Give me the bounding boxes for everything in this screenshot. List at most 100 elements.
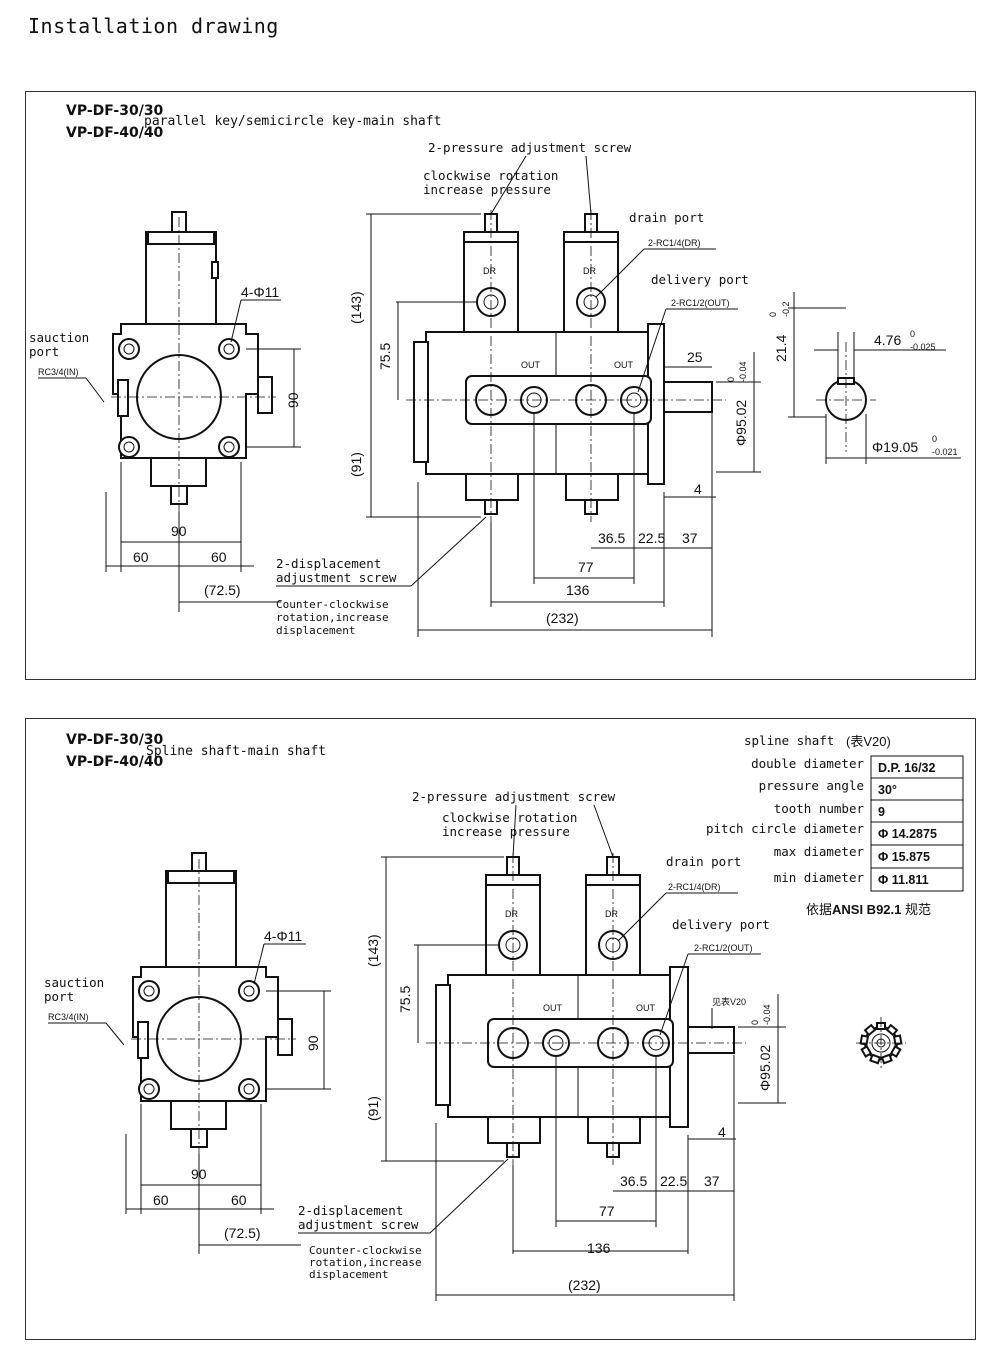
svg-text:sauction: sauction: [29, 330, 89, 345]
dim-37: 37: [682, 530, 698, 546]
svg-text:Counter-clockwise: Counter-clockwise: [276, 598, 389, 611]
model-names: VP-DF-30/30 VP-DF-40/40: [66, 100, 163, 144]
svg-text:DR: DR: [505, 909, 518, 919]
svg-text:37: 37: [704, 1173, 720, 1189]
svg-text:delivery port: delivery port: [672, 917, 770, 932]
svg-text:36.5: 36.5: [620, 1173, 647, 1189]
dim-phi-19-05: Φ19.05: [872, 439, 918, 455]
suction-port-label: sauction port RC3/4(IN): [44, 975, 125, 1046]
svg-text:90: 90: [191, 1166, 207, 1182]
svg-text:(232): (232): [568, 1277, 601, 1293]
svg-text:clockwise rotation: clockwise rotation: [442, 810, 577, 825]
svg-text:port: port: [29, 344, 59, 359]
spline-row-value: Φ 14.2875: [878, 827, 937, 841]
svg-text:0: 0: [910, 329, 915, 339]
svg-text:-0.025: -0.025: [910, 342, 936, 352]
svg-text:clockwise rotation: clockwise rotation: [423, 168, 558, 183]
spline-row-value: 30°: [878, 783, 897, 797]
dim-232: (232): [546, 610, 579, 626]
svg-text:77: 77: [599, 1203, 615, 1219]
svg-text:(143): (143): [365, 934, 381, 967]
svg-text:2-displacement: 2-displacement: [298, 1203, 403, 1218]
svg-text:OUT: OUT: [614, 360, 634, 370]
spline-tooth: [869, 1053, 882, 1065]
svg-text:(72.5): (72.5): [224, 1225, 261, 1241]
svg-text:rotation,increase: rotation,increase: [309, 1256, 422, 1269]
svg-text:sauction: sauction: [44, 975, 104, 990]
svg-text:2-RC1/2(OUT): 2-RC1/2(OUT): [694, 943, 753, 953]
side-shaft: [663, 381, 713, 413]
spline-tooth: [885, 1023, 899, 1037]
svg-text:(表V20): (表V20): [846, 734, 891, 749]
spline-row-label: max diameter: [774, 844, 865, 859]
side-dimensions: (143) 75.5 (91) 36.5 22.5 37 77 136 (232…: [365, 856, 786, 1301]
side-dimensions: (143) 75.5 (91) 36.5 22.5 37 77 136 (232…: [348, 213, 761, 637]
svg-text:(91): (91): [365, 1096, 381, 1121]
drain-port-label: drain port: [629, 210, 704, 225]
svg-text:drain port: drain port: [666, 854, 741, 869]
svg-text:0: 0: [768, 312, 778, 317]
dim-75-5: 75.5: [377, 343, 393, 370]
svg-text:displacement: displacement: [276, 624, 355, 637]
shaft-type-subtitle: Spline shaft-main shaft: [146, 744, 327, 759]
dim-90-side: 90: [285, 392, 301, 408]
dim-90-front: 90: [171, 523, 187, 539]
shaft-section-view: 21.4 0 -0.2 4.76 0 -0.025 Φ19.05 0 -0.02…: [768, 292, 961, 464]
svg-text:60: 60: [231, 1192, 247, 1208]
suction-port-label: sauction port RC3/4(IN): [29, 330, 105, 403]
svg-text:4: 4: [718, 1124, 726, 1140]
svg-text:-0.04: -0.04: [762, 1004, 772, 1025]
spline-tooth: [859, 1034, 870, 1046]
svg-text:136: 136: [587, 1240, 611, 1256]
svg-text:-0.04: -0.04: [738, 361, 748, 382]
holes-label: 4-Φ11: [241, 284, 279, 300]
spline-row-value: Φ 11.811: [878, 873, 929, 887]
dim-4-76: 4.76: [874, 332, 901, 348]
spline-row-label: tooth number: [774, 801, 865, 816]
svg-text:OUT: OUT: [543, 1003, 563, 1013]
spline-tooth: [880, 1053, 893, 1065]
svg-text:RC3/4(IN): RC3/4(IN): [48, 1012, 89, 1022]
svg-text:adjustment screw: adjustment screw: [276, 570, 397, 585]
dim-21-4: 21.4: [773, 335, 789, 362]
pressure-screw-label: 2-pressure adjustment screw: [428, 140, 632, 155]
svg-text:OUT: OUT: [521, 360, 541, 370]
svg-text:60: 60: [153, 1192, 169, 1208]
svg-text:90: 90: [305, 1035, 321, 1051]
spline-gear-icon: [856, 1017, 906, 1069]
drawing-panel-key-shaft: VP-DF-30/30 VP-DF-40/40 parallel key/sem…: [25, 91, 976, 680]
svg-text:22.5: 22.5: [660, 1173, 687, 1189]
model-name: VP-DF-30/30: [66, 103, 164, 119]
spline-table-title: spline shaft: [744, 733, 834, 748]
svg-text:2-RC1/2(OUT): 2-RC1/2(OUT): [671, 298, 730, 308]
svg-text:increase pressure: increase pressure: [442, 824, 570, 839]
model-names: VP-DF-30/30 VP-DF-40/40: [66, 729, 163, 773]
page-title: Installation drawing: [28, 14, 279, 38]
svg-text:DR: DR: [583, 266, 596, 276]
svg-text:DR: DR: [483, 266, 496, 276]
drawing-panel-spline-shaft: VP-DF-30/30 VP-DF-40/40 Spline shaft-mai…: [25, 718, 976, 1340]
model-name: VP-DF-40/40: [66, 754, 164, 770]
svg-text:0: 0: [932, 434, 937, 444]
delivery-port-label: delivery port: [651, 272, 749, 287]
spline-row-value: 9: [878, 805, 885, 819]
svg-text:displacement: displacement: [309, 1268, 388, 1281]
front-dimensions: 90 60 60 (72.5) 90 4-Φ11: [125, 928, 331, 1254]
front-top-block: [145, 231, 217, 333]
displacement-screw-label: 2-displacement: [276, 556, 381, 571]
svg-text:75.5: 75.5: [397, 986, 413, 1013]
spline-shaft-drawing: 90 60 60 (72.5) 90 4-Φ11 sauction port R…: [44, 733, 964, 1301]
dim-25: 25: [687, 349, 703, 365]
spline-row-value: D.P. 16/32: [878, 761, 936, 775]
svg-text:increase pressure: increase pressure: [423, 182, 551, 197]
dim-72-5: (72.5): [204, 582, 241, 598]
dim-60-left: 60: [133, 549, 149, 565]
svg-text:DR: DR: [605, 909, 618, 919]
callouts: 2-pressure adjustment screw clockwise ro…: [298, 789, 770, 1281]
model-name: VP-DF-30/30: [66, 732, 164, 748]
spline-row-label: double diameter: [751, 756, 864, 771]
dim-77: 77: [578, 559, 594, 575]
dim-136: 136: [566, 582, 590, 598]
front-dimensions: 90 60 60 (72.5) 90 4-Φ11: [105, 284, 301, 612]
svg-text:2-pressure adjustment screw: 2-pressure adjustment screw: [412, 789, 616, 804]
